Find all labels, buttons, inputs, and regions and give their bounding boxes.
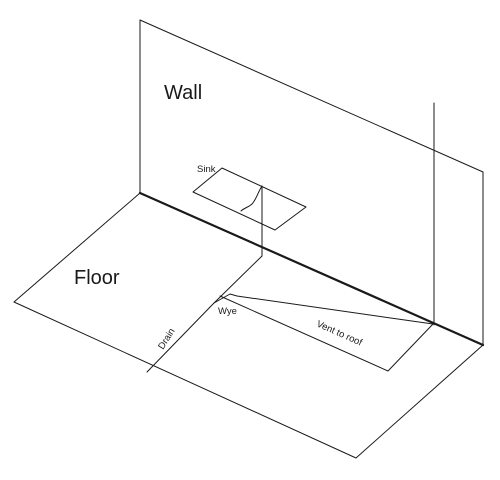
sink-label: Sink [197,164,216,175]
floor-label: Floor [74,267,120,289]
floor-outline [13,192,484,459]
main-drain-pipe [146,302,215,373]
wall-floor-junction [138,191,485,347]
drain-label: Drain [156,327,177,352]
wall-label: Wall [164,82,202,104]
sink-faucet [240,185,263,212]
vent-pipe [213,293,434,372]
vent-label: Vent to roof [315,319,364,349]
wye-label: Wye [218,306,237,317]
drain-pipe-to-wye [213,255,263,304]
wall-outline [139,19,484,346]
sink-outline [192,167,307,231]
